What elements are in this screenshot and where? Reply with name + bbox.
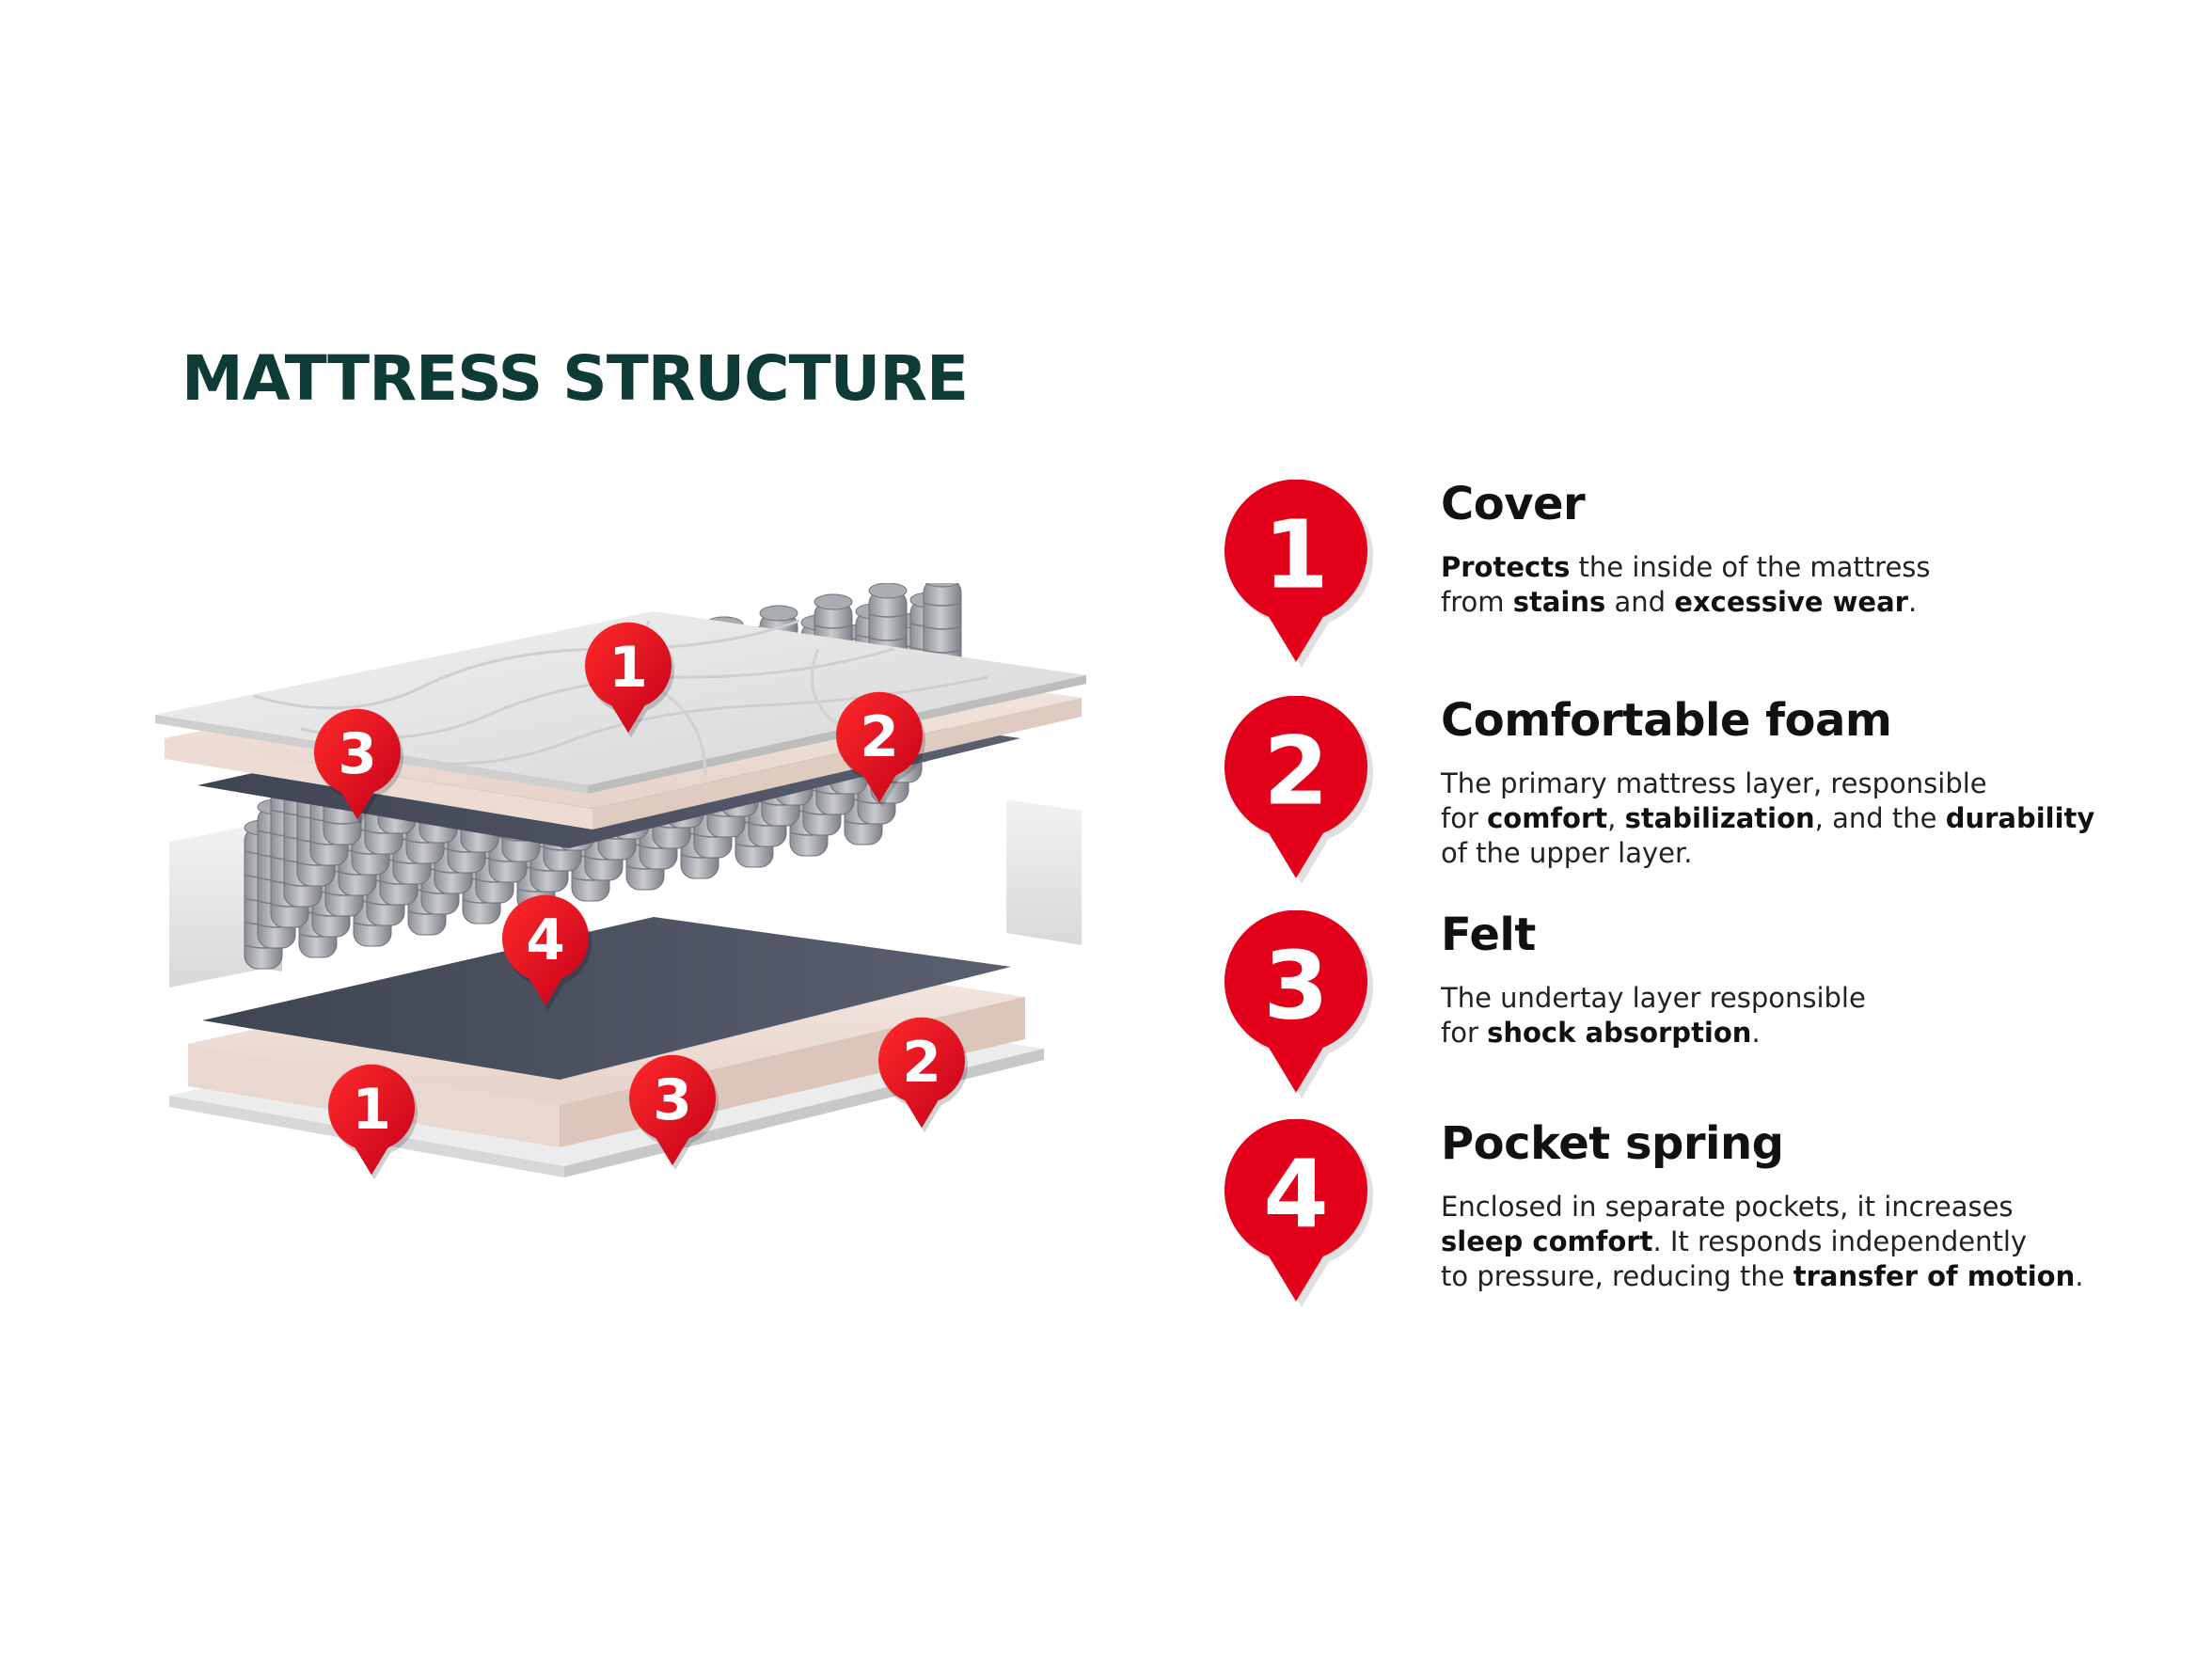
description-text: for: [1441, 1016, 1488, 1049]
description-line: sleep comfort. It responds independently: [1441, 1224, 2118, 1259]
description-text: ,: [1607, 801, 1625, 834]
marker-pin-shape: [314, 708, 401, 820]
description-text: and: [1605, 585, 1675, 618]
legend-title: Pocket spring: [1441, 1117, 1784, 1170]
diagram-marker: 3: [629, 1054, 719, 1171]
description-line: The undertay layer responsible: [1441, 981, 2118, 1016]
description-line: of the upper layer.: [1441, 836, 2118, 871]
legend-title: Felt: [1441, 908, 1536, 961]
legend-number: 2: [1263, 717, 1329, 827]
marker-number: 1: [608, 635, 648, 701]
description-line: to pressure, reducing the transfer of mo…: [1441, 1259, 2118, 1294]
emphasis-text: transfer of motion: [1793, 1259, 2076, 1292]
legend-title: Comfortable foam: [1441, 694, 1892, 747]
diagram-marker: 2: [836, 691, 925, 808]
emphasis-text: comfort: [1487, 801, 1608, 834]
bottom-felt-layer: [202, 917, 1011, 1080]
diagram-markers: 1 3 2 4 2 3 1: [314, 622, 968, 1180]
marker-number: 3: [653, 1067, 692, 1133]
emphasis-text: stains: [1512, 585, 1606, 618]
description-text: Enclosed in separate pockets, it increas…: [1441, 1190, 2014, 1223]
legend-description: Enclosed in separate pockets, it increas…: [1441, 1190, 2118, 1294]
marker-pin-shape: [629, 1054, 716, 1166]
description-text: for: [1441, 801, 1488, 834]
mattress-illustration: 1 3 2 4 2 3 1: [141, 583, 1185, 1335]
description-text: , and the: [1814, 801, 1946, 834]
diagram-marker: 2: [878, 1017, 968, 1133]
description-text: of the upper layer.: [1441, 836, 1693, 869]
page-title: MATTRESS STRUCTURE: [182, 342, 969, 415]
marker-number: 1: [352, 1077, 391, 1143]
description-text: to pressure, reducing the: [1441, 1259, 1793, 1292]
description-text: .: [1907, 585, 1918, 618]
emphasis-text: stabilization: [1624, 801, 1815, 834]
marker-pin-shape: [585, 622, 672, 734]
description-line: Enclosed in separate pockets, it increas…: [1441, 1190, 2118, 1224]
description-line: from stains and excessive wear.: [1441, 585, 2118, 620]
legend-pin-shape: [1224, 480, 1367, 662]
legend-number-pin: 2: [1219, 696, 1379, 884]
emphasis-text: excessive wear: [1674, 585, 1908, 618]
emphasis-text: shock absorption: [1487, 1016, 1752, 1049]
legend-pin-shape: [1224, 910, 1367, 1093]
description-line: for shock absorption.: [1441, 1016, 2118, 1051]
marker-pin-shape: [878, 1017, 966, 1129]
legend-number: 3: [1263, 931, 1329, 1041]
emphasis-text: durability: [1945, 801, 2095, 834]
marker-pin-shape: [328, 1064, 415, 1176]
description-text: . It responds independently: [1652, 1224, 2028, 1257]
description-text: .: [1751, 1016, 1761, 1049]
description-text: from: [1441, 585, 1513, 618]
legend-number-pin: 3: [1219, 910, 1379, 1098]
description-text: The undertay layer responsible: [1441, 981, 1866, 1014]
diagram-marker: 1: [585, 622, 674, 738]
description-line: for comfort, stabilization, and the dura…: [1441, 801, 2118, 836]
emphasis-text: sleep comfort: [1441, 1224, 1653, 1257]
diagram-marker: 4: [502, 894, 592, 1011]
description-line: Protects the inside of the mattress: [1441, 550, 2118, 585]
marker-number: 4: [526, 908, 565, 973]
marker-number: 3: [338, 721, 377, 787]
marker-pin-shape: [836, 691, 924, 803]
diagram-marker: 3: [314, 708, 404, 825]
diagram-marker: 1: [328, 1064, 418, 1180]
description-line: The primary mattress layer, responsible: [1441, 766, 2118, 801]
legend-number: 4: [1263, 1140, 1329, 1250]
description-text: the inside of the mattress: [1570, 550, 1931, 583]
marker-pin-shape: [502, 894, 589, 1006]
legend-pin-shape: [1224, 696, 1367, 878]
emphasis-text: Protects: [1441, 550, 1571, 583]
legend-number-pin: 1: [1219, 480, 1379, 668]
description-text: .: [2075, 1259, 2084, 1292]
legend-title: Cover: [1441, 478, 1586, 530]
marker-number: 2: [860, 704, 899, 770]
legend-pin-shape: [1224, 1119, 1367, 1302]
legend-number: 1: [1263, 500, 1329, 610]
marker-number: 2: [902, 1030, 941, 1096]
description-text: The primary mattress layer, responsible: [1441, 766, 1987, 799]
legend-number-pin: 4: [1219, 1119, 1379, 1307]
